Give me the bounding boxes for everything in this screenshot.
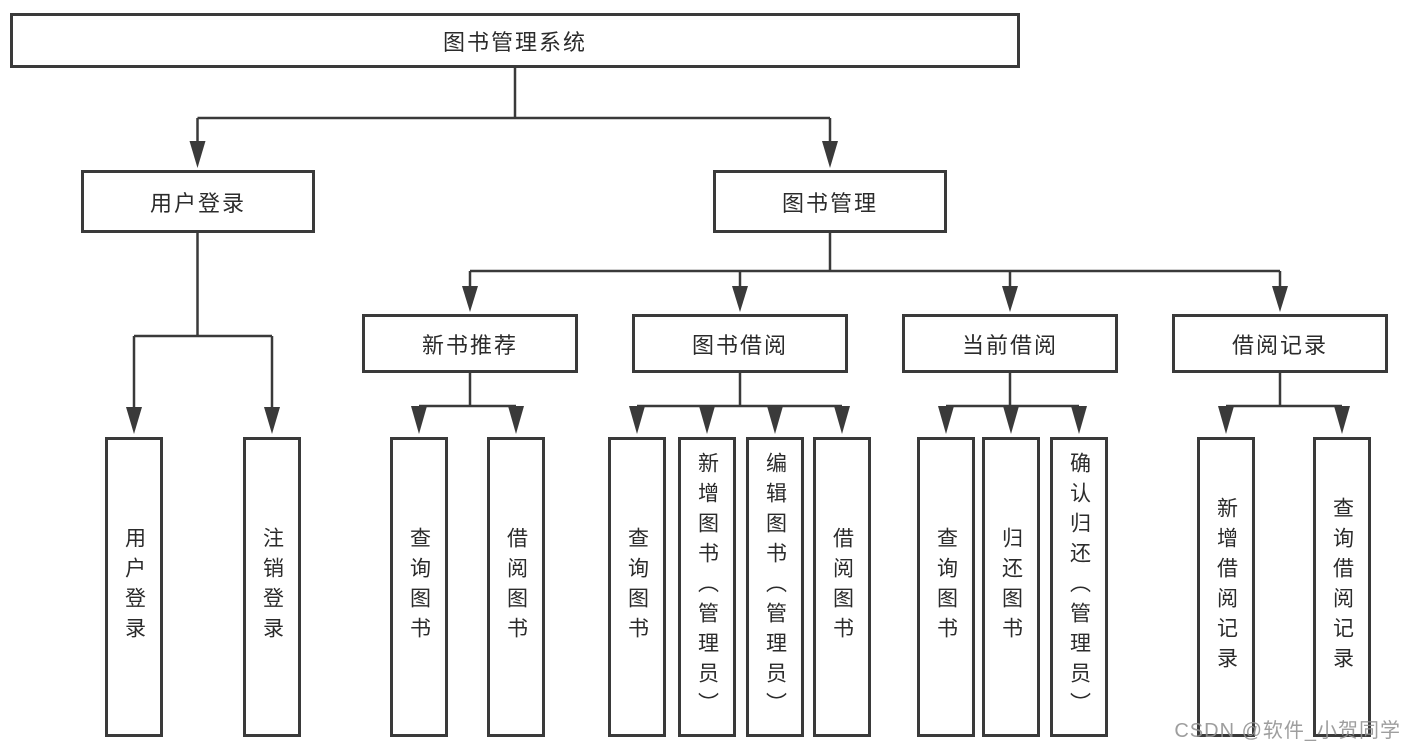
leaf-newbook-borrow-books: 借阅图书 xyxy=(487,437,545,737)
node-book-management-label: 图书管理 xyxy=(781,190,878,216)
leaf-newbook-borrow-books-label: 借阅图书 xyxy=(504,527,528,647)
arrowhead xyxy=(1002,286,1018,312)
connector-records-to-leaves xyxy=(1226,373,1342,408)
leaf-current-confirm-return-admin: 确认归还（管理员） xyxy=(1050,437,1108,737)
connector-root-to-level1 xyxy=(196,68,832,142)
leaf-logout-label: 注销登录 xyxy=(260,527,284,647)
leaf-borrow-borrow-books-label: 借阅图书 xyxy=(830,527,854,647)
connector-newbook-to-leaves xyxy=(419,373,516,408)
arrowhead xyxy=(834,406,850,434)
leaf-borrow-query-books: 查询图书 xyxy=(608,437,666,737)
leaf-current-query-books: 查询图书 xyxy=(917,437,975,737)
leaf-newbook-query-books: 查询图书 xyxy=(390,437,448,737)
arrowhead xyxy=(767,406,783,434)
leaf-records-add-record-label: 新增借阅记录 xyxy=(1214,497,1238,677)
node-book-management: 图书管理 xyxy=(713,170,947,233)
arrowhead xyxy=(1218,406,1234,434)
node-library-system-label: 图书管理系统 xyxy=(442,29,587,55)
leaf-borrow-edit-books-admin-label: 编辑图书（管理员） xyxy=(763,452,787,722)
leaf-user-login-label: 用户登录 xyxy=(122,527,146,647)
arrowhead xyxy=(732,286,748,312)
leaf-borrow-borrow-books: 借阅图书 xyxy=(813,437,871,737)
arrowhead xyxy=(699,406,715,434)
node-new-book-recommend-label: 新书推荐 xyxy=(421,332,518,358)
arrowhead xyxy=(629,406,645,434)
leaf-current-return-books: 归还图书 xyxy=(982,437,1040,737)
connector-user-login-to-leaves xyxy=(132,233,274,408)
node-current-borrow: 当前借阅 xyxy=(902,314,1118,373)
leaf-current-return-books-label: 归还图书 xyxy=(999,527,1023,647)
leaf-newbook-query-books-label: 查询图书 xyxy=(407,527,431,647)
node-borrow-records: 借阅记录 xyxy=(1172,314,1388,373)
node-book-borrow: 图书借阅 xyxy=(632,314,848,373)
arrowhead xyxy=(1071,406,1087,434)
arrowhead xyxy=(822,141,838,168)
leaf-borrow-add-books-admin: 新增图书（管理员） xyxy=(678,437,736,737)
arrowhead xyxy=(264,407,280,434)
arrowhead xyxy=(189,141,206,168)
leaf-borrow-edit-books-admin: 编辑图书（管理员） xyxy=(746,437,804,737)
leaf-records-add-record: 新增借阅记录 xyxy=(1197,437,1255,737)
node-borrow-records-label: 借阅记录 xyxy=(1231,332,1328,358)
connector-currentborrow-to-leaves xyxy=(946,373,1079,408)
arrowhead xyxy=(938,406,954,434)
node-user-login-label: 用户登录 xyxy=(149,190,246,216)
arrowhead xyxy=(508,406,524,434)
arrowhead xyxy=(1272,286,1288,312)
leaf-borrow-query-books-label: 查询图书 xyxy=(625,527,649,647)
arrowhead xyxy=(462,286,478,312)
node-user-login: 用户登录 xyxy=(81,170,315,233)
connector-bookborrow-to-leaves xyxy=(637,373,842,408)
leaf-current-query-books-label: 查询图书 xyxy=(934,527,958,647)
arrowhead xyxy=(126,407,142,434)
arrowhead xyxy=(1334,406,1350,434)
node-book-borrow-label: 图书借阅 xyxy=(691,332,788,358)
leaf-records-query-record-label: 查询借阅记录 xyxy=(1330,497,1354,677)
leaf-records-query-record: 查询借阅记录 xyxy=(1313,437,1371,737)
leaf-logout: 注销登录 xyxy=(243,437,301,737)
node-library-system: 图书管理系统 xyxy=(10,13,1020,68)
csdn-watermark: CSDN @软件_小贺同学 xyxy=(1174,720,1401,742)
leaf-user-login: 用户登录 xyxy=(105,437,163,737)
arrowhead xyxy=(1003,406,1019,434)
connector-book-mgmt-to-level2 xyxy=(468,233,1282,288)
leaf-borrow-add-books-admin-label: 新增图书（管理员） xyxy=(695,452,719,722)
leaf-current-confirm-return-admin-label: 确认归还（管理员） xyxy=(1067,452,1091,722)
node-current-borrow-label: 当前借阅 xyxy=(961,332,1058,358)
node-new-book-recommend: 新书推荐 xyxy=(362,314,578,373)
arrowhead xyxy=(411,406,427,434)
